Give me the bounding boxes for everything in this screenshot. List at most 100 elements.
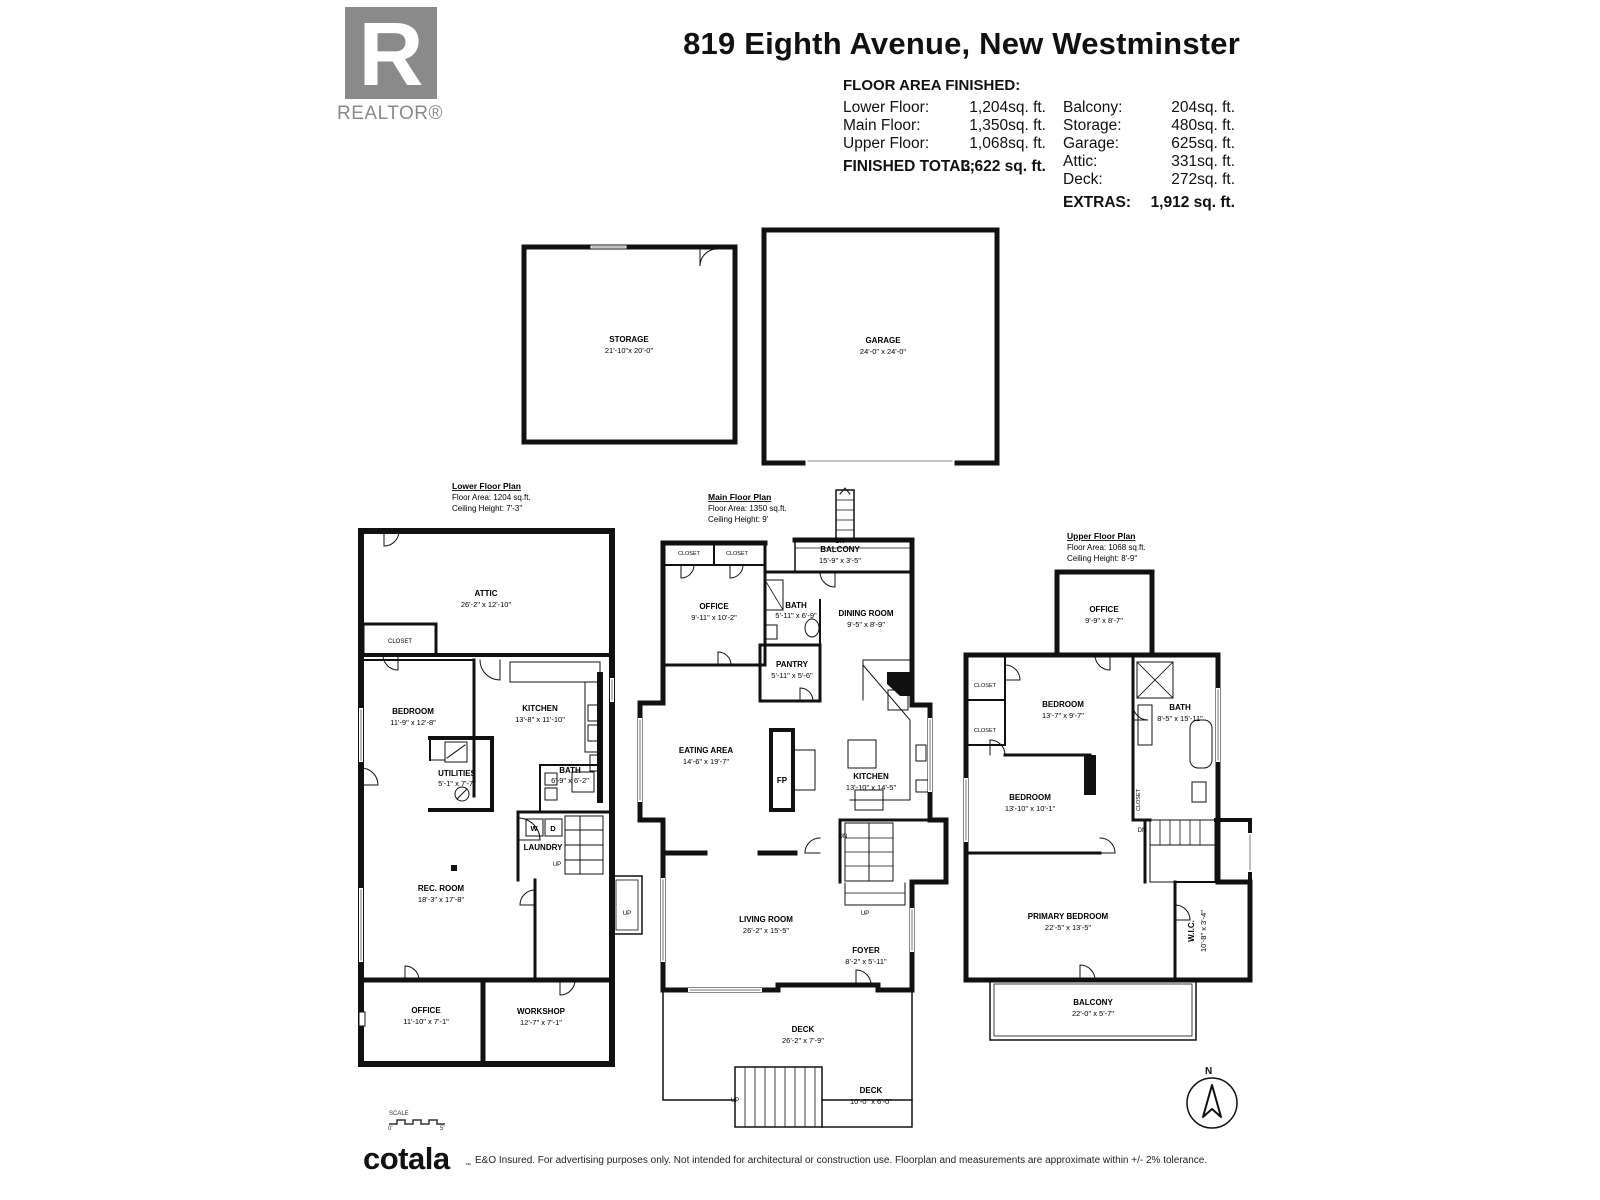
area-label: Deck: bbox=[1063, 171, 1103, 188]
room-pantry-name: PANTRY bbox=[776, 660, 809, 669]
room-upper-closet-1-name: CLOSET bbox=[974, 683, 997, 689]
lower-plan-area: Floor Area: 1204 sq.ft. bbox=[452, 493, 531, 502]
area-value: 272sq. ft. bbox=[1171, 171, 1235, 188]
room-living-room-name: LIVING ROOM bbox=[739, 915, 793, 924]
room-deck-dim: 26'-2" x 7'-9" bbox=[782, 1036, 824, 1045]
area-row-upper-floor: Upper Floor: 1,068sq. ft. bbox=[843, 135, 1046, 153]
room-living-room-dim: 26'-2" x 15'-5" bbox=[743, 926, 789, 935]
fireplace-label: FP bbox=[777, 776, 788, 785]
room-main-balcony-name: BALCONY bbox=[820, 545, 860, 554]
room-upper-closet-2-name: CLOSET bbox=[974, 728, 997, 734]
area-value: 480sq. ft. bbox=[1171, 117, 1235, 134]
upper-plan-title: Upper Floor Plan bbox=[1067, 531, 1135, 541]
north-label: N bbox=[1205, 1066, 1213, 1077]
area-label: Balcony: bbox=[1063, 99, 1123, 116]
area-value: 1,350sq. ft. bbox=[969, 117, 1046, 134]
area-label: EXTRAS: bbox=[1063, 194, 1132, 211]
room-garage-dim: 24'-0" x 24'-0" bbox=[860, 347, 906, 356]
room-upper-balcony-dim: 22'-0" x 5'-7" bbox=[1072, 1009, 1114, 1018]
disclaimer-text: E&O Insured. For advertising purposes on… bbox=[475, 1155, 1208, 1166]
main-plan-title: Main Floor Plan bbox=[708, 492, 771, 502]
area-value: 3,622 sq. ft. bbox=[961, 158, 1046, 175]
room-pantry-dim: 5'-11" x 5'-6" bbox=[771, 671, 813, 680]
room-deck-small-dim: 10'-0" x 6'-0" bbox=[850, 1097, 892, 1106]
area-value: 204sq. ft. bbox=[1171, 99, 1235, 116]
storage-walls bbox=[521, 244, 738, 445]
room-main-office-name: OFFICE bbox=[699, 602, 729, 611]
room-utilities-dim: 5'-1" x 7'-7" bbox=[438, 779, 476, 788]
scale-bar bbox=[389, 1119, 445, 1125]
room-upper-balcony-name: BALCONY bbox=[1073, 998, 1113, 1007]
room-workshop-dim: 12'-7" x 7'-1" bbox=[520, 1018, 562, 1027]
area-value: 1,068sq. ft. bbox=[969, 135, 1046, 152]
room-main-closet-1-name: CLOSET bbox=[678, 551, 701, 557]
area-row-deck: Deck: 272sq. ft. bbox=[1063, 171, 1235, 189]
area-label: Lower Floor: bbox=[843, 99, 930, 116]
room-upper-closet-3-name: CLOSET bbox=[1136, 788, 1142, 811]
north-arrow-icon bbox=[1186, 1077, 1238, 1129]
room-deck-name: DECK bbox=[792, 1025, 815, 1034]
room-storage-dim: 21'-10"x 20'-0" bbox=[605, 346, 654, 355]
page-title: 819 Eighth Avenue, New Westminster bbox=[683, 26, 1240, 61]
storage-door-swing bbox=[699, 248, 718, 267]
washer-label: W bbox=[530, 824, 538, 833]
main-floor-walls bbox=[637, 487, 949, 1128]
room-primary-bedroom-dim: 22'-5" x 13'-5" bbox=[1045, 923, 1091, 932]
realtor-logo-text: REALTOR® bbox=[337, 103, 443, 124]
upper-stair-dn-label: DN bbox=[1138, 828, 1147, 834]
room-lower-bedroom-name: BEDROOM bbox=[392, 707, 434, 716]
deck-stair-up-label: UP bbox=[731, 1098, 739, 1104]
room-lower-kitchen-name: KITCHEN bbox=[522, 704, 558, 713]
room-upper-bedroom-1-dim: 13'-7" x 9'-7" bbox=[1042, 711, 1084, 720]
room-attic-name: ATTIC bbox=[475, 589, 498, 598]
cotala-trademark: ™ bbox=[465, 1163, 471, 1169]
room-main-balcony-dim: 15'-9" x 3'-5" bbox=[819, 556, 861, 565]
room-foyer-name: FOYER bbox=[852, 946, 880, 955]
room-foyer-dim: 8'-2" x 5'-11" bbox=[845, 957, 887, 966]
upper-floor-walls bbox=[963, 569, 1253, 1041]
realtor-logo: R bbox=[345, 7, 437, 99]
scale-max-label: 5' bbox=[440, 1126, 445, 1132]
area-row-storage: Storage: 480sq. ft. bbox=[1063, 117, 1235, 135]
scale-label: SCALE bbox=[389, 1111, 409, 1117]
exterior-stair-up-label: UP bbox=[623, 911, 631, 917]
room-main-bath-dim: 5'-11" x 6'-9" bbox=[775, 611, 817, 620]
main-stair-up-label: UP bbox=[861, 911, 869, 917]
area-label: FINISHED TOTAL: bbox=[843, 158, 976, 175]
room-upper-office-name: OFFICE bbox=[1089, 605, 1119, 614]
realtor-logo-letter: R bbox=[359, 7, 424, 99]
room-upper-bath-name: BATH bbox=[1169, 703, 1191, 712]
room-lower-bath-name: BATH bbox=[559, 766, 581, 775]
room-wic-dim: 10'-8" x 3'-4" bbox=[1199, 910, 1208, 952]
room-storage-name: STORAGE bbox=[609, 335, 649, 344]
dryer-label: D bbox=[550, 824, 556, 833]
room-wic-name: W.I.C. bbox=[1187, 920, 1196, 942]
room-utilities-name: UTILITIES bbox=[438, 769, 476, 778]
room-main-office-dim: 9'-11" x 10'-2" bbox=[691, 613, 737, 622]
area-label: Garage: bbox=[1063, 135, 1120, 152]
area-row-main-floor: Main Floor: 1,350sq. ft. bbox=[843, 117, 1046, 135]
area-row-attic: Attic: 331sq. ft. bbox=[1063, 153, 1235, 171]
area-label: Upper Floor: bbox=[843, 135, 930, 152]
area-label: Attic: bbox=[1063, 153, 1098, 170]
area-row-lower-floor: Lower Floor: 1,204sq. ft. bbox=[843, 99, 1046, 117]
room-deck-small-name: DECK bbox=[860, 1086, 883, 1095]
area-row-garage: Garage: 625sq. ft. bbox=[1063, 135, 1235, 153]
room-main-closet-2-name: CLOSET bbox=[726, 551, 749, 557]
area-value: 331sq. ft. bbox=[1171, 153, 1235, 170]
room-lower-office-name: OFFICE bbox=[411, 1006, 441, 1015]
balcony-stair-dn-label: DN bbox=[836, 539, 845, 545]
room-main-kitchen-dim: 13'-10" x 14'-5" bbox=[846, 783, 897, 792]
area-value: 625sq. ft. bbox=[1171, 135, 1235, 152]
main-plan-ceiling: Ceiling Height: 9' bbox=[708, 515, 769, 524]
floor-area-heading: FLOOR AREA FINISHED: bbox=[843, 77, 1021, 94]
upper-plan-area: Floor Area: 1068 sq.ft. bbox=[1067, 543, 1146, 552]
area-row-balcony: Balcony: 204sq. ft. bbox=[1063, 99, 1235, 117]
room-primary-bedroom-name: PRIMARY BEDROOM bbox=[1028, 912, 1109, 921]
lower-plan-ceiling: Ceiling Height: 7'-3" bbox=[452, 504, 522, 513]
room-lower-bedroom-dim: 11'-9" x 12'-8" bbox=[390, 718, 436, 727]
room-upper-bedroom-1-name: BEDROOM bbox=[1042, 700, 1084, 709]
room-dining-room-name: DINING ROOM bbox=[838, 609, 893, 618]
room-attic-dim: 26'-2" x 12'-10" bbox=[461, 600, 512, 609]
main-stair-dn-label: DN bbox=[839, 834, 848, 840]
